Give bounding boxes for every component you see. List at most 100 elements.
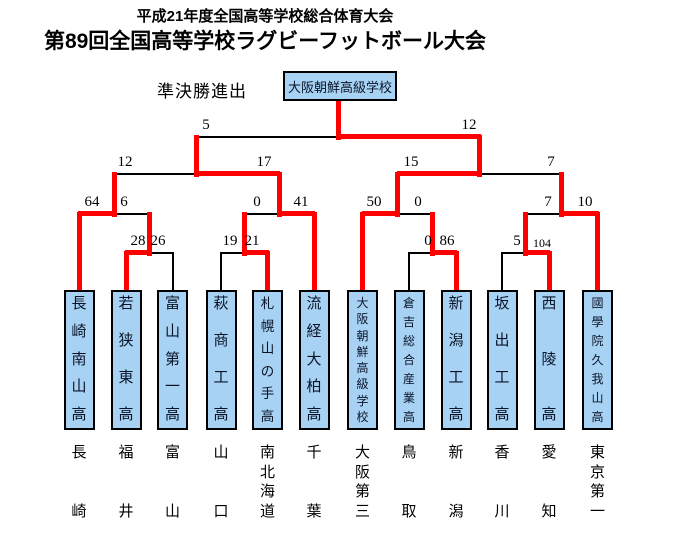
team-name-char: 高 [164,407,180,423]
round2-match1-right-score: 6 [120,194,128,210]
prefecture-char: 鳥 [401,445,417,461]
prefecture-label-6: 千葉 [303,446,325,520]
round2-match4-winner-path [559,211,599,216]
team-name-char: 山 [591,391,604,405]
advance-label: 準決勝進出 [157,82,247,101]
team-box-5: 札幌山の手高 [252,290,283,430]
prefecture-char: 東 [589,445,605,461]
round1-match4-advance-riser [523,212,528,256]
prefecture-label-4: 山口 [210,446,232,520]
round1-match3-winner-path [430,250,457,255]
team-riser-9 [453,251,459,292]
team-name-char: 吉 [402,315,415,329]
page-title: 平成21年度全国高等学校総合体育大会 [136,8,394,25]
prefecture-char: 海 [259,484,275,501]
prefecture-label-10: 香川 [491,446,513,520]
round2-match2-advance-riser [276,172,282,217]
round2-match1-winner-path [78,211,117,216]
round2-match4-advance-riser [559,172,564,217]
team-name-char: 高 [260,408,275,424]
prefecture-char: 京 [589,464,605,481]
team-box-3: 富山第一高 [157,290,188,430]
team-name-char: 出 [494,333,510,349]
team-name-char: 柏 [306,379,322,396]
team-name-char: 学 [356,393,369,408]
prefecture-label-12: 東京第一 [587,446,609,520]
team-name-char: 産 [402,372,415,386]
team-name-char: 工 [448,370,464,386]
prefecture-char: 山 [164,504,180,520]
round1-match4-winner-path [523,250,550,255]
final-qual-advance-riser [335,97,341,140]
team-name-char: 崎 [71,323,87,340]
round2-match2-left-score: 0 [253,194,261,210]
team-name-char: 大 [306,351,322,368]
team-name-char: 長 [71,296,87,312]
team-name-char: 新 [448,296,464,312]
prefecture-char: 取 [401,504,417,520]
team-name-char: 高 [356,361,369,376]
team-name-char: 西 [541,296,557,312]
prefecture-char: 香 [494,445,510,461]
winner-name: 大阪朝鮮高級学校 [287,79,392,95]
prefecture-char: 福 [118,445,134,461]
team-name-char: 工 [494,370,510,386]
round2-match4-left-score: 7 [544,194,552,210]
round1-match2-advance-riser [241,212,247,256]
team-name-char: の [260,363,275,379]
team-name-char: 高 [306,407,322,423]
prefecture-char: 葉 [306,504,322,520]
round2-match3-winner-path [361,211,400,216]
prefecture-char: 山 [213,445,229,461]
final-qual-winner-path [335,134,481,139]
round1-match1-winner-path [125,250,152,255]
quarterfinal2-right-score: 7 [547,154,555,170]
team-name-char: 一 [164,379,180,396]
prefecture-char: 新 [448,445,464,461]
team-name-char: 國 [591,296,604,310]
team-riser-5 [265,251,270,292]
team-name-char: 札 [260,296,275,311]
team-box-1: 長崎南山高 [63,290,95,430]
team-name-char: 経 [306,323,322,340]
winner-box: 大阪朝鮮高級学校 [283,71,397,101]
prefecture-char: 川 [494,504,510,520]
team-box-12: 國學院久我山高 [582,290,613,430]
team-box-6: 流経大柏高 [298,290,330,430]
round1-match3-right-score: 86 [439,233,455,249]
team-name-char: 第 [164,351,180,368]
round1-match1-left-score: 28 [130,233,146,249]
prefecture-char: 北 [259,464,275,481]
prefecture-char: 愛 [541,445,557,461]
round1-match1-right-score: 26 [150,233,166,249]
prefecture-char: 長 [71,445,87,461]
team-name-char: 工 [213,370,229,386]
prefecture-label-8: 鳥取 [398,446,420,520]
prefecture-label-9: 新潟 [445,446,467,520]
team-name-char: 院 [591,334,604,348]
team-name-char: 手 [260,386,275,401]
round2-match3-advance-riser [395,172,400,217]
team-riser-4 [220,252,222,292]
team-name-char: 高 [118,407,134,423]
quarterfinal2-left-score: 15 [403,154,419,170]
prefecture-char: 口 [213,504,229,520]
team-name-char: 倉 [402,296,415,310]
team-name-char: 南 [71,351,87,368]
team-name-char: 朝 [356,328,369,343]
team-riser-8 [408,252,410,292]
prefecture-char: 三 [354,503,370,520]
team-name-char: 総 [402,334,415,348]
team-riser-12 [595,212,600,292]
team-name-char: 合 [402,353,415,367]
team-name-char: 高 [494,407,510,423]
quarterfinal2-winner-path [396,171,482,176]
team-name-char: 學 [591,315,604,329]
team-name-char: 阪 [356,312,369,327]
quarterfinal1-advance-riser [194,135,199,177]
prefecture-label-7: 大阪第三 [352,446,374,520]
team-riser-2 [123,251,129,292]
round2-match4-right-score: 10 [577,194,593,210]
final-qual-left-score: 5 [202,117,210,133]
